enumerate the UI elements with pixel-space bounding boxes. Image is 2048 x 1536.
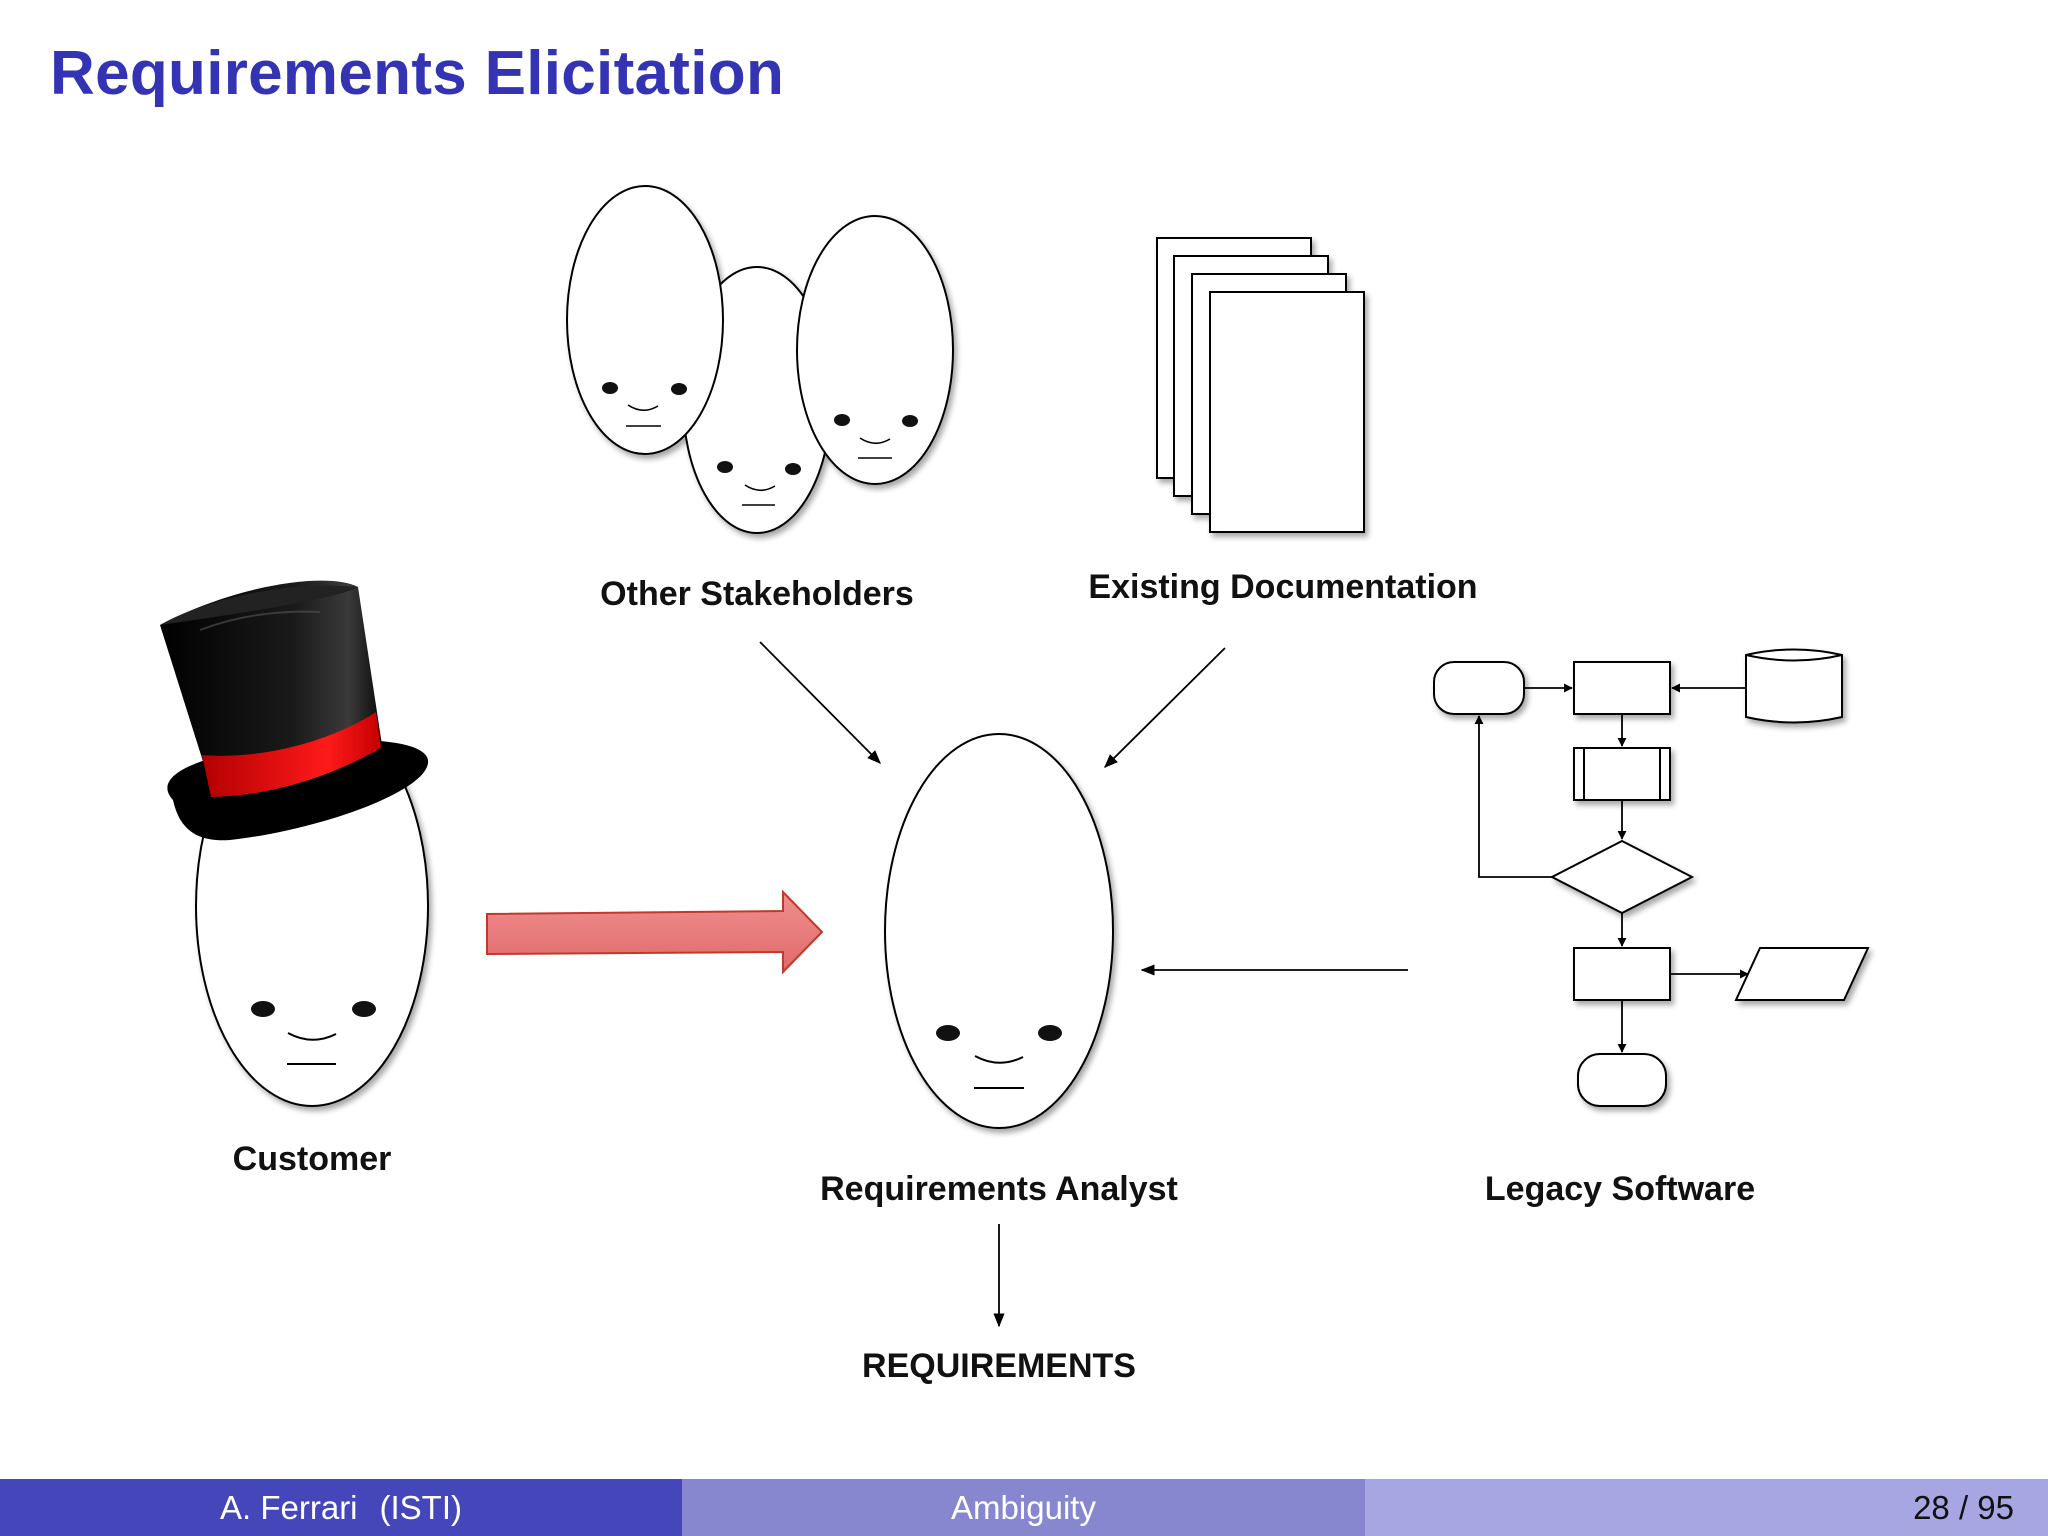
legacy-label: Legacy Software: [1485, 1170, 1755, 1208]
footer-bar: A. Ferrari (ISTI) Ambiguity 28 / 95: [0, 1479, 2048, 1536]
elicitation-diagram: Other Stakeholders Existing Documentatio…: [160, 185, 1870, 1385]
analyst-face-icon: [884, 733, 1114, 1129]
documentation-label: Existing Documentation: [1088, 568, 1477, 606]
footer-page-section: 28 / 95: [1365, 1479, 2048, 1536]
stakeholder-faces-icon: [566, 185, 954, 534]
stakeholders-to-analyst-arrow: [759, 641, 881, 764]
flowchart-icon: [1433, 648, 1870, 1107]
analyst-label: Requirements Analyst: [820, 1170, 1178, 1208]
requirements-label: REQUIREMENTS: [862, 1347, 1136, 1385]
customer-input-arrow: [486, 889, 824, 975]
top-hat-icon: [160, 580, 429, 841]
footer-affiliation: (ISTI): [379, 1488, 462, 1526]
footer-topic: Ambiguity: [951, 1488, 1096, 1526]
documents-stack-icon: [1156, 237, 1365, 533]
footer-page-number: 28 / 95: [1913, 1488, 2014, 1526]
customer-label: Customer: [233, 1140, 392, 1178]
stakeholders-label: Other Stakeholders: [600, 575, 914, 613]
slide-title: Requirements Elicitation: [50, 39, 785, 108]
footer-author-section: A. Ferrari (ISTI): [0, 1479, 682, 1536]
footer-author: A. Ferrari: [220, 1488, 358, 1526]
footer-topic-section: Ambiguity: [682, 1479, 1365, 1536]
documentation-to-analyst-arrow: [1104, 647, 1226, 768]
